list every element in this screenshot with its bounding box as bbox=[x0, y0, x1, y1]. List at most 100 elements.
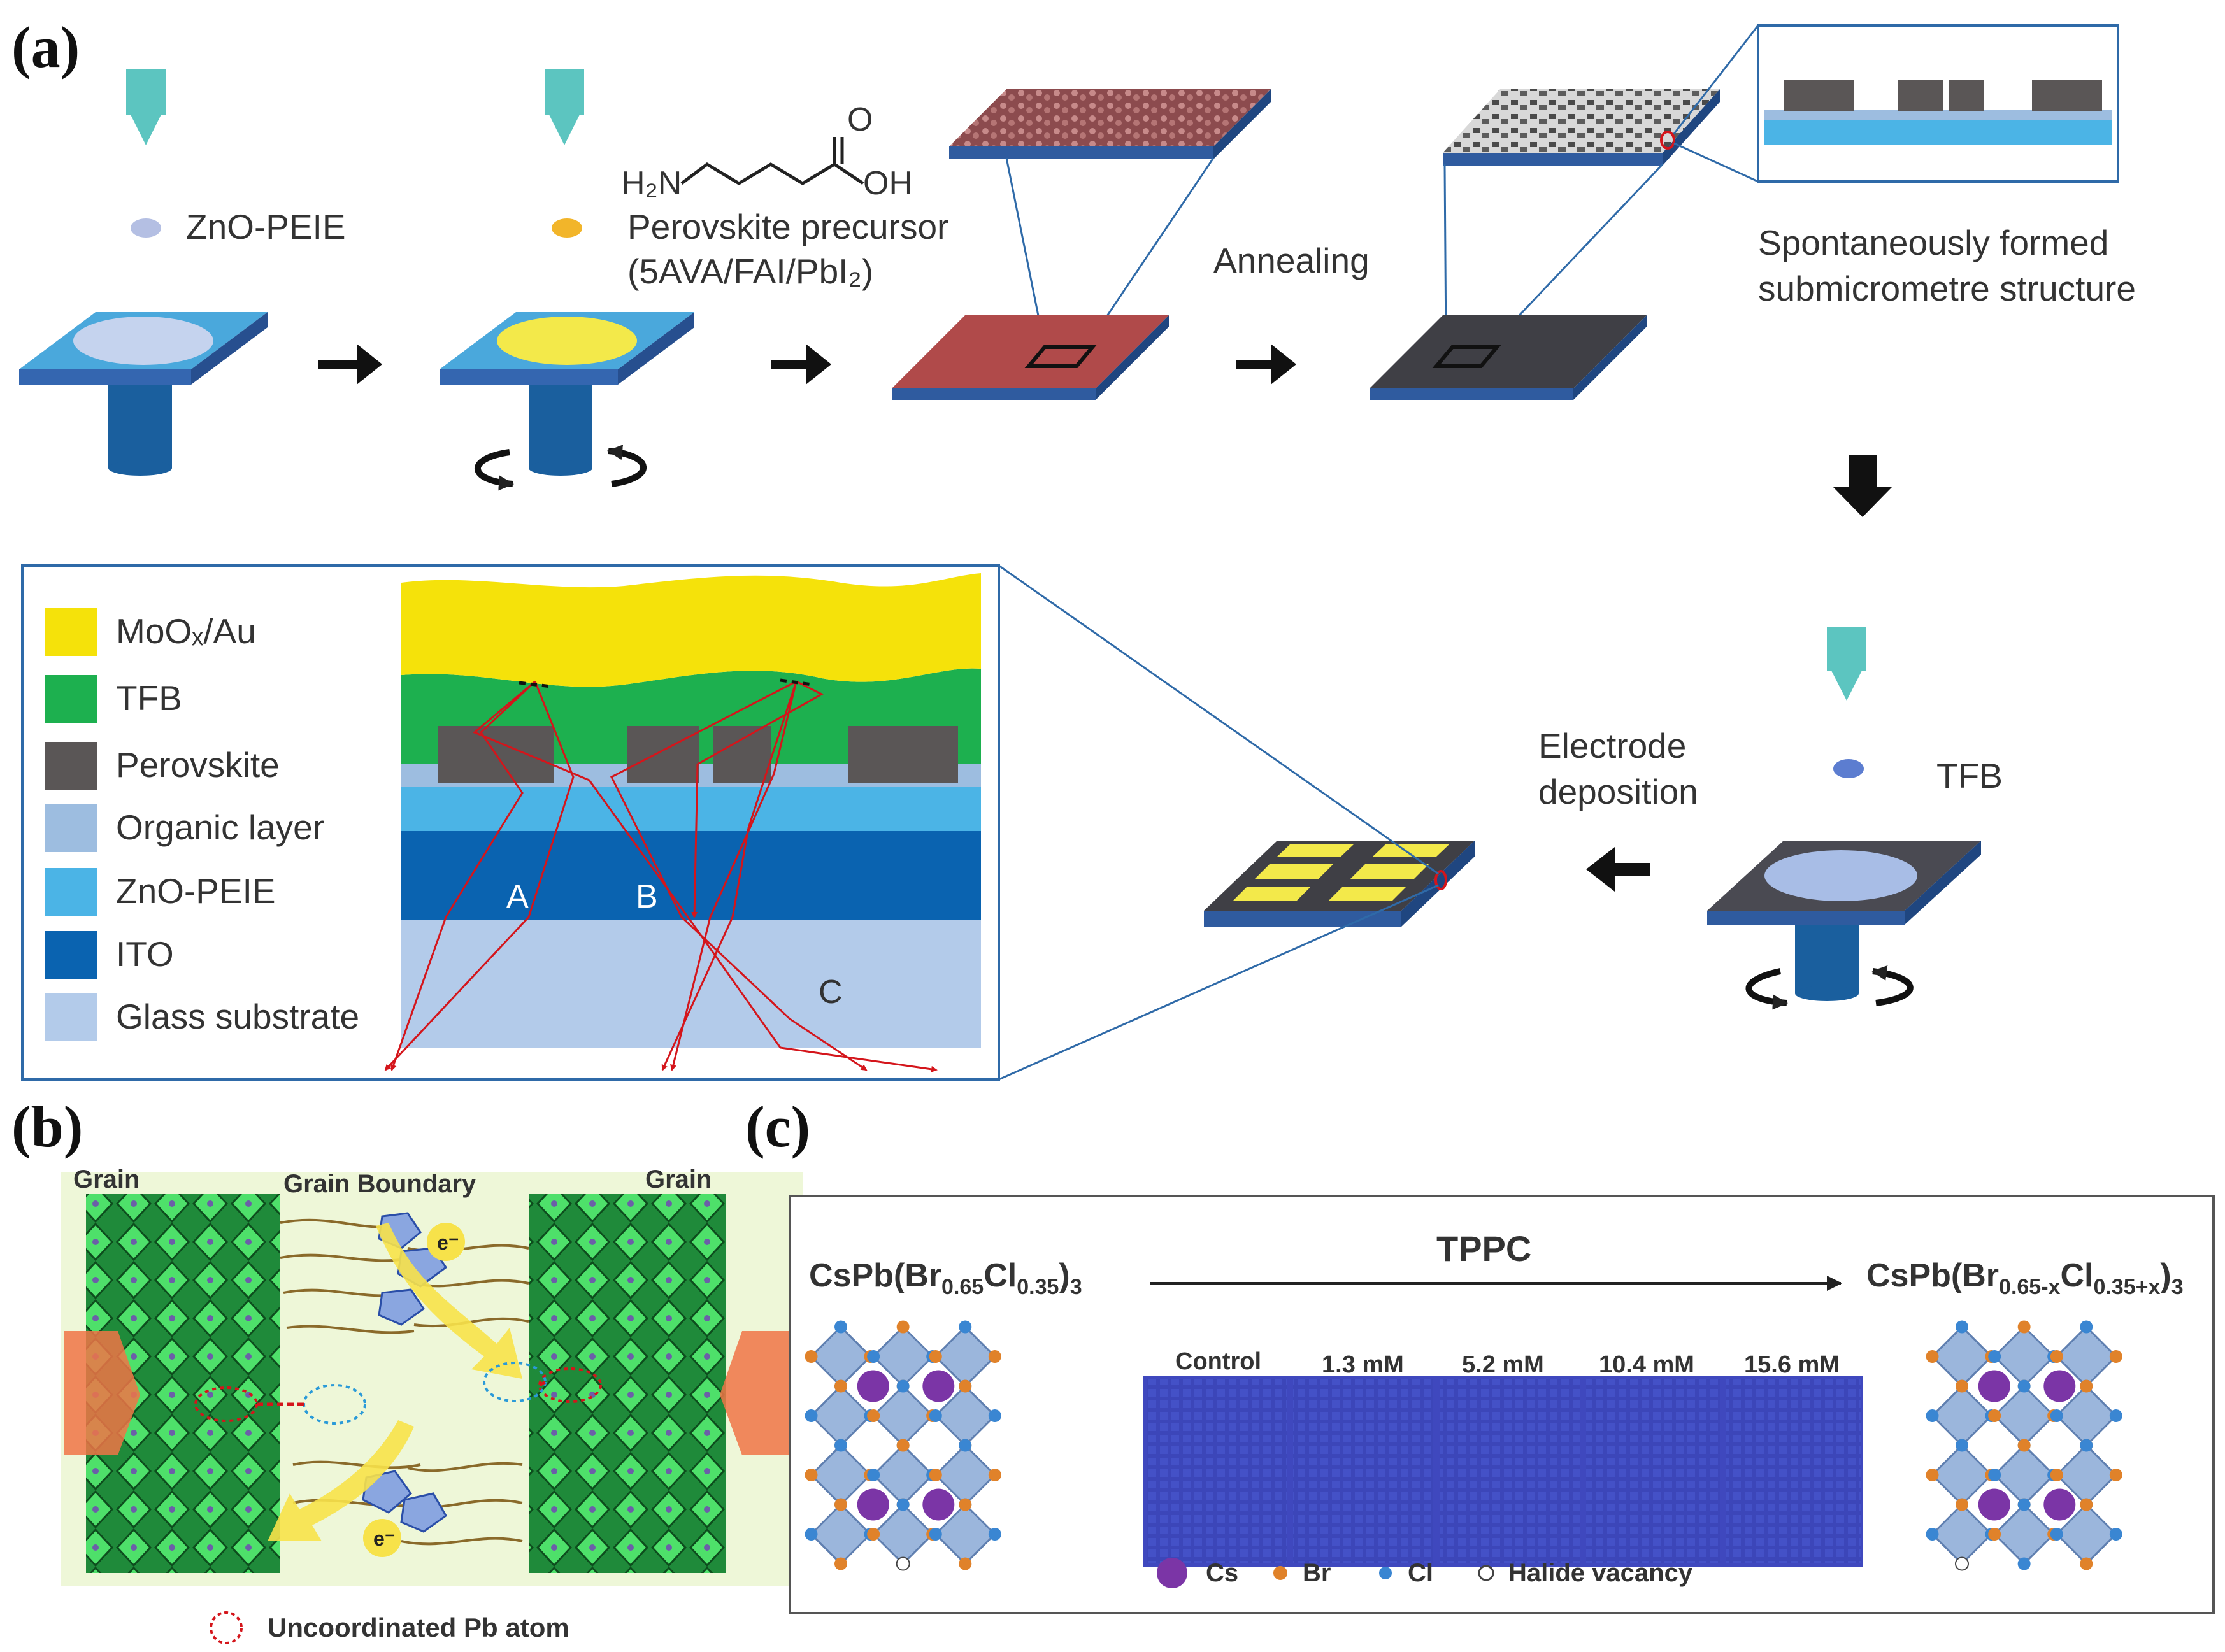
panel-b-label: (b) bbox=[11, 1094, 83, 1159]
halide-atom bbox=[834, 1320, 847, 1334]
dispenser-icon bbox=[126, 69, 166, 145]
halide-atom bbox=[867, 1469, 880, 1481]
film-sample bbox=[1440, 1379, 1580, 1563]
molecule-5ava: H₂N O OH bbox=[621, 101, 913, 202]
halide-atom bbox=[2050, 1469, 2063, 1481]
legend-swatch-mooxau bbox=[45, 608, 97, 656]
halide-atom bbox=[834, 1557, 847, 1570]
halide-atom bbox=[896, 1439, 910, 1452]
legend-swatch-perovskite bbox=[45, 742, 97, 790]
formula-right: CsPb(Br0.65-xCl0.35+x)3 bbox=[1866, 1257, 2184, 1299]
halide-atom bbox=[834, 1498, 847, 1511]
halide-atom bbox=[834, 1439, 847, 1452]
film-photo bbox=[1143, 1376, 1863, 1567]
droplet-icon bbox=[1833, 759, 1864, 778]
legend-cl-label: Cl bbox=[1408, 1559, 1433, 1587]
rotation-arrows-icon bbox=[1745, 965, 1914, 1010]
cs-atom bbox=[857, 1488, 889, 1521]
finished-device bbox=[1204, 841, 1475, 927]
arrow-right-icon bbox=[318, 344, 382, 385]
halide-atom bbox=[896, 1320, 910, 1334]
cs-atom bbox=[2043, 1488, 2076, 1521]
halide-atom bbox=[959, 1439, 972, 1452]
halide-atom bbox=[2109, 1409, 2122, 1422]
arrow-down-icon bbox=[1833, 455, 1892, 517]
step2-composition: (5AVA/FAI/PbI₂) bbox=[627, 252, 873, 291]
legend-br-icon bbox=[1273, 1566, 1287, 1580]
halide-atom bbox=[1926, 1409, 1939, 1422]
halide-atom bbox=[2050, 1409, 2063, 1422]
electron-icon bbox=[363, 1519, 401, 1557]
halide-atom bbox=[2109, 1350, 2122, 1363]
film-sample bbox=[1586, 1379, 1720, 1563]
legend-vacancy-label: Halide vacancy bbox=[1508, 1559, 1693, 1587]
halide-atom bbox=[988, 1528, 1001, 1541]
film-zoom-inset bbox=[1443, 89, 1720, 153]
halide-atom bbox=[2017, 1320, 2031, 1334]
molecule-carbonyl: O bbox=[847, 101, 873, 138]
interface-glow-right bbox=[720, 1331, 799, 1455]
legend-swatch-znopeie bbox=[45, 868, 97, 916]
layer-legend: MoOₓ/Au TFB Perovskite Organic layer ZnO… bbox=[45, 608, 359, 1041]
legend-cs-icon bbox=[1157, 1558, 1187, 1588]
legend-swatch-tfb bbox=[45, 675, 97, 723]
droplet-icon bbox=[131, 218, 161, 238]
halide-atom bbox=[1956, 1379, 1968, 1393]
rotation-arrows-icon bbox=[475, 445, 647, 491]
halide-vacancy-atom bbox=[1955, 1556, 1969, 1571]
ray-label-b: B bbox=[636, 878, 658, 915]
grain-right-label: Grain bbox=[645, 1165, 712, 1193]
halide-atom bbox=[867, 1350, 880, 1363]
electron-label-bottom: e⁻ bbox=[373, 1527, 396, 1550]
arrow-right-icon bbox=[1236, 344, 1296, 385]
halide-atom bbox=[2080, 1498, 2093, 1511]
halide-atom bbox=[896, 1379, 910, 1393]
molecule-hydroxyl: OH bbox=[863, 165, 913, 202]
molecule-amine: H₂N bbox=[621, 165, 682, 202]
cross-section-panel: MoOₓ/Au TFB Perovskite Organic layer ZnO… bbox=[21, 564, 1000, 1081]
panel-a: (a) ZnO-PEIE bbox=[11, 15, 2136, 1081]
panel-a-label: (a) bbox=[11, 15, 80, 80]
halide-atom bbox=[805, 1469, 818, 1481]
crystal-structure-right bbox=[1926, 1320, 2122, 1571]
halide-atom bbox=[2109, 1469, 2122, 1481]
halide-atom bbox=[805, 1350, 818, 1363]
halide-atom bbox=[805, 1409, 818, 1422]
electron-flow-arrow-lower bbox=[268, 1420, 414, 1541]
sample-label-5-2mm: 5.2 mM bbox=[1462, 1351, 1544, 1378]
halide-atom bbox=[959, 1557, 972, 1570]
structure-caption-line1: Spontaneously formed bbox=[1758, 223, 2108, 262]
halide-atom bbox=[1988, 1409, 2001, 1422]
halide-atom bbox=[1988, 1469, 2001, 1481]
interface-glow-left bbox=[64, 1331, 140, 1455]
film-sample bbox=[1147, 1379, 1287, 1563]
cs-atom bbox=[922, 1370, 955, 1402]
zoom-line bbox=[998, 564, 1439, 875]
film-sample bbox=[1726, 1379, 1861, 1563]
legend-label-perovskite: Perovskite bbox=[116, 745, 280, 785]
cs-atom bbox=[922, 1488, 955, 1521]
panel-b: (b) e⁻ bbox=[11, 1094, 803, 1644]
legend-label-ito: ITO bbox=[116, 934, 174, 974]
legend-label-znopeie: ZnO-PEIE bbox=[116, 871, 276, 911]
halide-atom bbox=[2050, 1528, 2063, 1541]
halide-atom bbox=[2080, 1320, 2093, 1334]
halide-atom bbox=[959, 1379, 972, 1393]
legend-label-mooxau: MoOₓ/Au bbox=[116, 611, 256, 651]
legend-vacancy-icon bbox=[1478, 1565, 1494, 1581]
halide-atom bbox=[988, 1409, 1001, 1422]
halide-atom bbox=[2017, 1498, 2031, 1511]
halide-atom bbox=[1988, 1528, 2001, 1541]
sample-label-1-3mm: 1.3 mM bbox=[1322, 1351, 1404, 1378]
halide-atom bbox=[834, 1379, 847, 1393]
halide-atom bbox=[929, 1409, 942, 1422]
electron-label-top: e⁻ bbox=[437, 1231, 459, 1254]
halide-atom bbox=[2050, 1350, 2063, 1363]
substrate-step1 bbox=[19, 312, 268, 476]
halide-atom bbox=[1956, 1498, 1968, 1511]
panel-c-label: (c) bbox=[745, 1094, 810, 1159]
step3-wet-film bbox=[892, 89, 1271, 400]
legend-label-glass: Glass substrate bbox=[116, 997, 359, 1036]
ray-label-a: A bbox=[506, 878, 529, 915]
